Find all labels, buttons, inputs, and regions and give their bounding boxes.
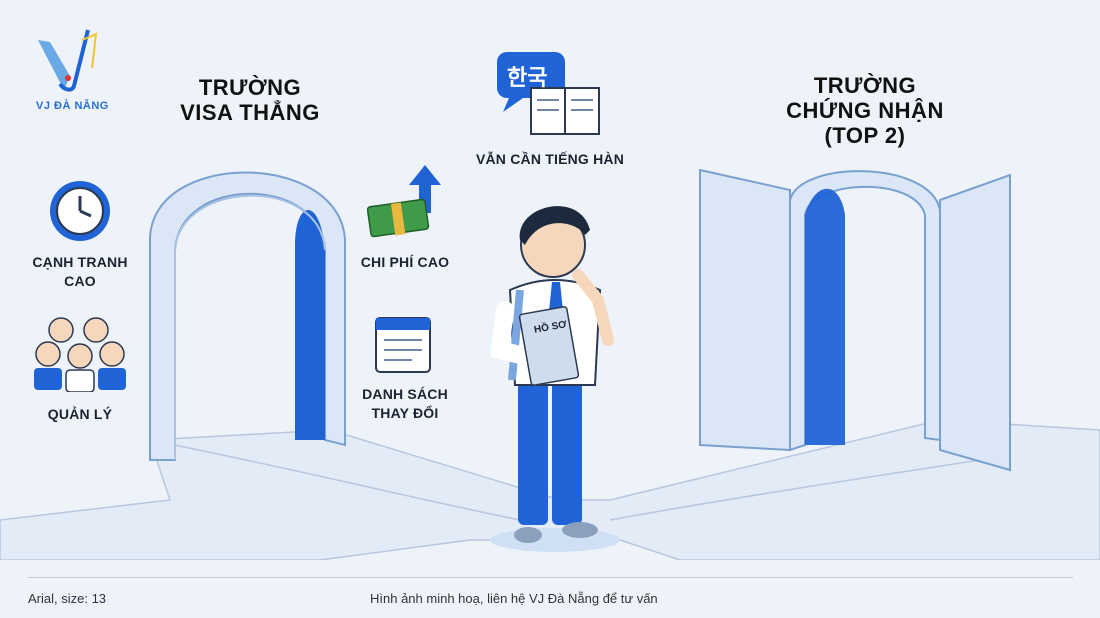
- competition-label-line1: CẠNH TRANH: [32, 254, 128, 270]
- list-label-line2: THAY ĐỔI: [371, 405, 439, 421]
- left-gate-title-line1: TRƯỜNG: [198, 75, 302, 100]
- footer-caption: Hình ảnh minh hoạ, liên hệ VJ Đà Nẵng để…: [370, 591, 658, 606]
- left-arch-gate: [149, 171, 346, 461]
- logo-text: VJ ĐÀ NẴNG: [36, 100, 109, 112]
- left-gate-title: TRƯỜNG VISA THẲNG: [160, 75, 340, 125]
- list-label-line1: DANH SÁCH: [362, 386, 448, 402]
- calendar-list-icon: [372, 310, 437, 375]
- korean-required-label: VẪN CẦN TIẾNG HÀN: [475, 151, 625, 167]
- left-gate-title-line2: VISA THẲNG: [180, 100, 320, 125]
- cost-label: CHI PHÍ CAO: [360, 254, 450, 270]
- student-figure: [490, 206, 620, 552]
- korean-book-icon: 한국: [495, 48, 605, 140]
- footer-divider: [28, 577, 1073, 578]
- list-label: DANH SÁCH THAY ĐỔI: [345, 385, 465, 423]
- right-gate-title-line2: CHỨNG NHẬN: [786, 98, 944, 123]
- vj-logo-icon: [38, 29, 98, 92]
- clock-icon: [47, 178, 113, 244]
- right-door-gate: [699, 168, 1011, 472]
- competition-label-line2: CAO: [64, 273, 96, 289]
- right-gate-title: TRƯỜNG CHỨNG NHẬN (TOP 2): [780, 73, 950, 148]
- competition-label: CẠNH TRANH CAO: [15, 253, 145, 291]
- right-gate-title-line3: (TOP 2): [824, 123, 906, 148]
- right-gate-title-line1: TRƯỜNG: [813, 73, 917, 98]
- crossroads-path: [0, 419, 1100, 575]
- students-icon: [28, 312, 133, 393]
- management-label: QUẢN LÝ: [47, 406, 113, 422]
- vj-logo: VJ ĐÀ NẴNG: [30, 28, 115, 118]
- korean-text: 한국: [507, 65, 548, 90]
- footer-font-note: Arial, size: 13: [28, 591, 107, 606]
- money-up-icon: [366, 163, 442, 243]
